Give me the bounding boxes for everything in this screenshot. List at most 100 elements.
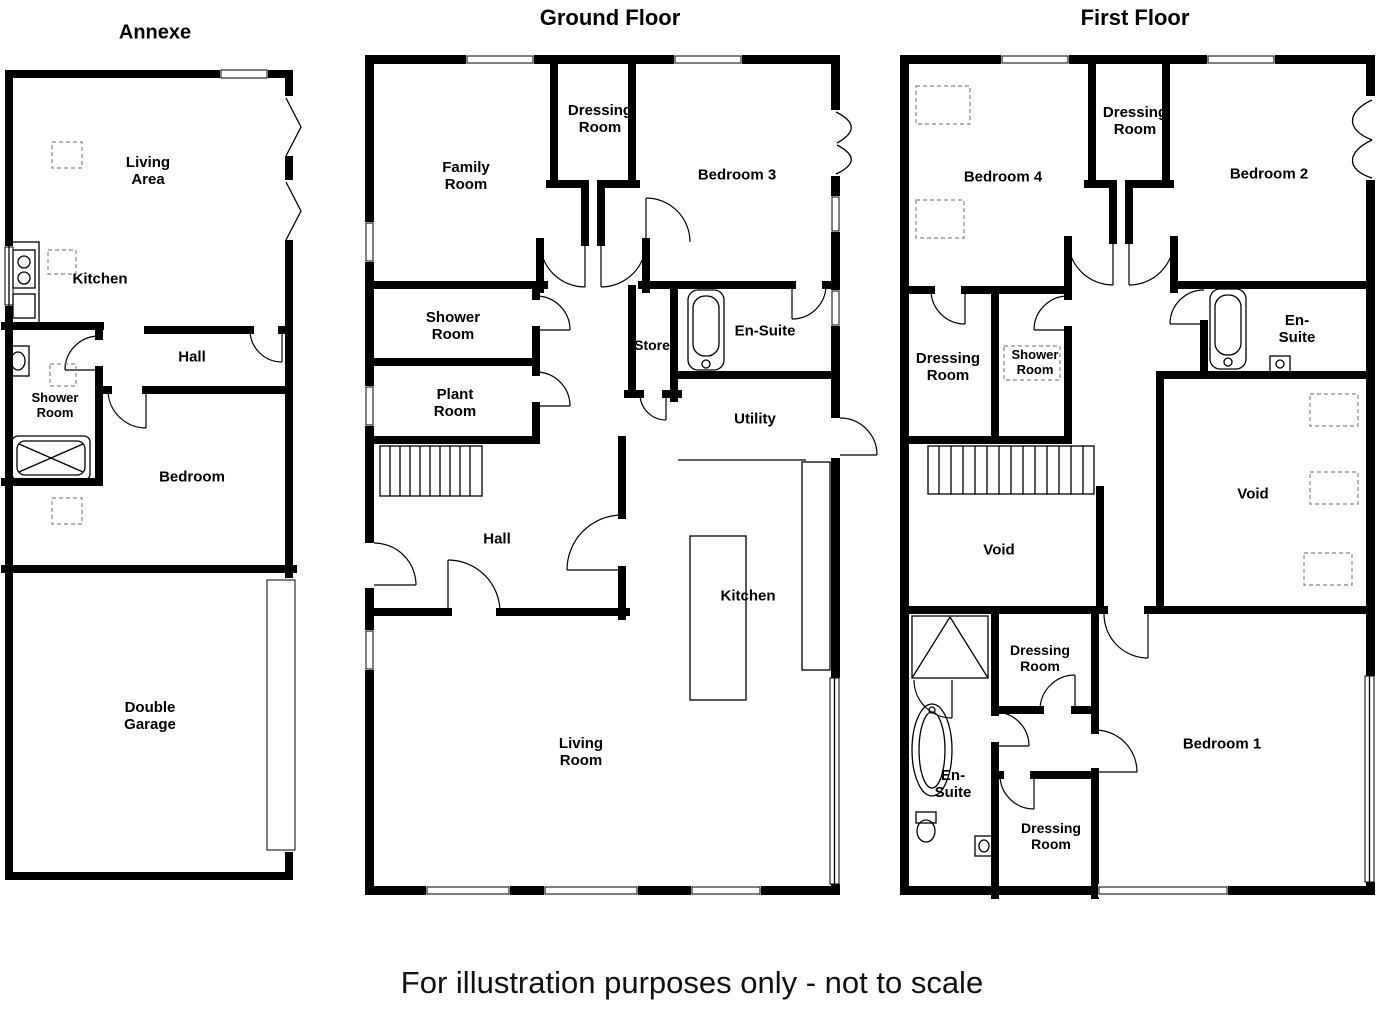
ceiling-symbol bbox=[51, 497, 83, 525]
first-windows bbox=[1001, 53, 1379, 897]
room-label-hall-gf: Hall bbox=[483, 530, 511, 548]
roof-light-symbol bbox=[1309, 471, 1359, 505]
bay-window-icon bbox=[283, 96, 302, 241]
first-fixtures bbox=[911, 85, 1359, 857]
plan-title-first-floor: First Floor bbox=[1080, 5, 1190, 30]
door-arc bbox=[639, 393, 667, 421]
room-label-dressing-room-ff-left: Dressing Room bbox=[915, 349, 981, 384]
room-label-en-suite-ff-right: En- Suite bbox=[1278, 311, 1316, 346]
door-arc bbox=[1033, 295, 1069, 331]
bathtub-icon bbox=[687, 289, 725, 371]
door-arc bbox=[930, 289, 966, 325]
sink-icon bbox=[974, 835, 994, 857]
room-label-en-suite-ff-bottom: En- Suite bbox=[934, 766, 972, 801]
first-doors bbox=[913, 239, 1205, 810]
room-label-dressing-room-ff-mid: Dressing Room bbox=[1010, 641, 1070, 674]
window-icon bbox=[1098, 884, 1228, 897]
room-label-bedroom-3: Bedroom 3 bbox=[697, 166, 777, 184]
window-icon bbox=[363, 386, 376, 426]
ceiling-symbol bbox=[49, 363, 77, 387]
wardrobe-symbol bbox=[915, 85, 971, 125]
window-icon bbox=[426, 884, 510, 897]
roof-light-symbol bbox=[1309, 393, 1359, 427]
room-label-shower-room-annexe: Shower Room bbox=[31, 390, 79, 420]
kitchen-counter bbox=[678, 459, 831, 671]
door-arc bbox=[1103, 613, 1149, 659]
room-label-bedroom-4: Bedroom 4 bbox=[963, 168, 1043, 186]
room-label-en-suite-gf: En-Suite bbox=[734, 322, 796, 340]
plan-title-annexe: Annexe bbox=[118, 21, 192, 44]
room-label-store: Store bbox=[634, 336, 670, 353]
room-label-family-room: Family Room bbox=[442, 158, 490, 193]
staircase bbox=[927, 445, 1095, 495]
double-door-arc bbox=[1067, 239, 1175, 286]
door-arc bbox=[645, 197, 691, 243]
door-arc bbox=[64, 335, 100, 371]
ground-windows bbox=[363, 53, 852, 897]
kitchen-island bbox=[689, 535, 747, 701]
double-door-arc bbox=[539, 241, 647, 288]
bay-window-icon bbox=[1352, 96, 1377, 180]
kitchen-sink-icon bbox=[8, 241, 40, 325]
sink-icon bbox=[6, 345, 30, 377]
room-label-void-left: Void bbox=[983, 541, 1015, 559]
bathtub-icon bbox=[911, 703, 953, 797]
door-arc bbox=[994, 711, 1030, 747]
room-label-plant-room: Plant Room bbox=[433, 385, 477, 420]
front-door-arc bbox=[363, 542, 417, 588]
shower-tray-icon bbox=[11, 435, 91, 481]
exterior-door-arc bbox=[829, 417, 878, 458]
ground-floor-plan-drawing bbox=[363, 53, 878, 897]
door-arc bbox=[447, 559, 501, 613]
window-icon bbox=[466, 53, 534, 66]
toilet-icon bbox=[915, 811, 937, 843]
window-icon bbox=[691, 884, 761, 897]
window-icon bbox=[363, 630, 376, 670]
glazed-doors bbox=[827, 677, 844, 885]
room-label-dressing-room-ff-top: Dressing Room bbox=[1102, 103, 1168, 138]
door-arc bbox=[535, 295, 571, 331]
door-arc bbox=[999, 774, 1035, 810]
plan-title-ground-floor: Ground Floor bbox=[539, 5, 681, 30]
ceiling-symbol bbox=[51, 141, 83, 169]
window-icon bbox=[674, 53, 742, 66]
window-icon bbox=[829, 290, 842, 326]
room-label-kitchen-gf: Kitchen bbox=[720, 587, 776, 605]
shower-area-symbol bbox=[1003, 345, 1061, 381]
ground-fixtures bbox=[379, 289, 831, 701]
door-arc bbox=[1094, 729, 1138, 773]
window-icon bbox=[1207, 53, 1275, 66]
room-label-dressing-room-ff-bottom: Dressing Room bbox=[1021, 819, 1081, 852]
annexe-fixtures bbox=[6, 141, 91, 525]
glazed-window-tall bbox=[1362, 675, 1379, 883]
garage-door bbox=[266, 578, 296, 852]
door-arc bbox=[249, 329, 283, 363]
shower-cubicle-icon bbox=[911, 615, 989, 679]
room-label-kitchen-annexe: Kitchen bbox=[72, 270, 128, 288]
ceiling-symbol bbox=[47, 249, 77, 275]
room-label-void-right: Void bbox=[1237, 485, 1269, 503]
room-label-living-room: Living Room bbox=[558, 734, 604, 769]
annexe-walls bbox=[1, 70, 297, 880]
room-label-shower-room-gf: Shower Room bbox=[425, 308, 481, 343]
room-label-dressing-room-gf: Dressing Room bbox=[567, 101, 633, 136]
annexe-plan-drawing bbox=[1, 66, 302, 880]
room-label-living-area: Living Area bbox=[125, 153, 171, 188]
window-icon bbox=[220, 66, 268, 82]
window-icon bbox=[363, 222, 376, 262]
room-label-double-garage: Double Garage bbox=[124, 698, 176, 733]
door-arc bbox=[107, 389, 147, 429]
annexe-windows bbox=[1, 66, 302, 852]
ground-doors bbox=[363, 197, 878, 613]
bay-window-icon bbox=[829, 110, 852, 176]
first-floor-plan-drawing bbox=[900, 53, 1379, 899]
room-label-bedroom-annexe: Bedroom bbox=[159, 468, 225, 486]
bathtub-icon bbox=[1209, 288, 1247, 370]
room-label-utility: Utility bbox=[734, 410, 776, 428]
room-label-shower-room-ff: Shower Room bbox=[1011, 347, 1059, 377]
door-arc bbox=[535, 371, 571, 407]
disclaimer-text: For illustration purposes only - not to … bbox=[400, 965, 984, 1000]
door-arc bbox=[791, 284, 827, 320]
roof-light-symbol bbox=[1303, 552, 1353, 586]
